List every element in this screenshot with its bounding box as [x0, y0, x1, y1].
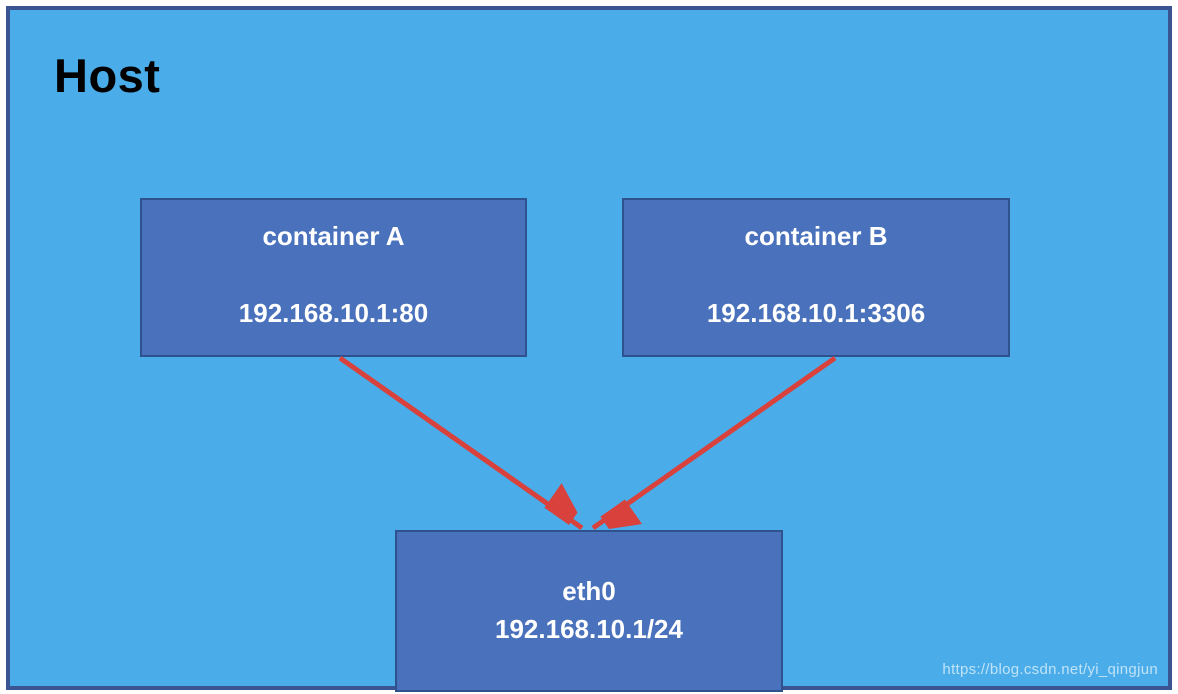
node-container-b: container B 192.168.10.1:3306 — [622, 198, 1010, 357]
node-eth0: eth0 192.168.10.1/24 — [395, 530, 783, 692]
host-label: Host — [54, 49, 161, 102]
watermark: https://blog.csdn.net/yi_qingjun — [942, 661, 1158, 678]
eth0-address: 192.168.10.1/24 — [495, 614, 683, 644]
container-b-title: container B — [744, 221, 888, 251]
container-b-address: 192.168.10.1:3306 — [706, 298, 926, 329]
container-a-address: 192.168.10.1:80 — [238, 298, 429, 329]
container-a-title: container A — [262, 221, 405, 251]
eth0-title: eth0 — [562, 576, 616, 607]
host-box: Host container A 192.168.10.1:80 contain… — [6, 6, 1172, 692]
node-container-a: container A 192.168.10.1:80 — [140, 198, 527, 357]
